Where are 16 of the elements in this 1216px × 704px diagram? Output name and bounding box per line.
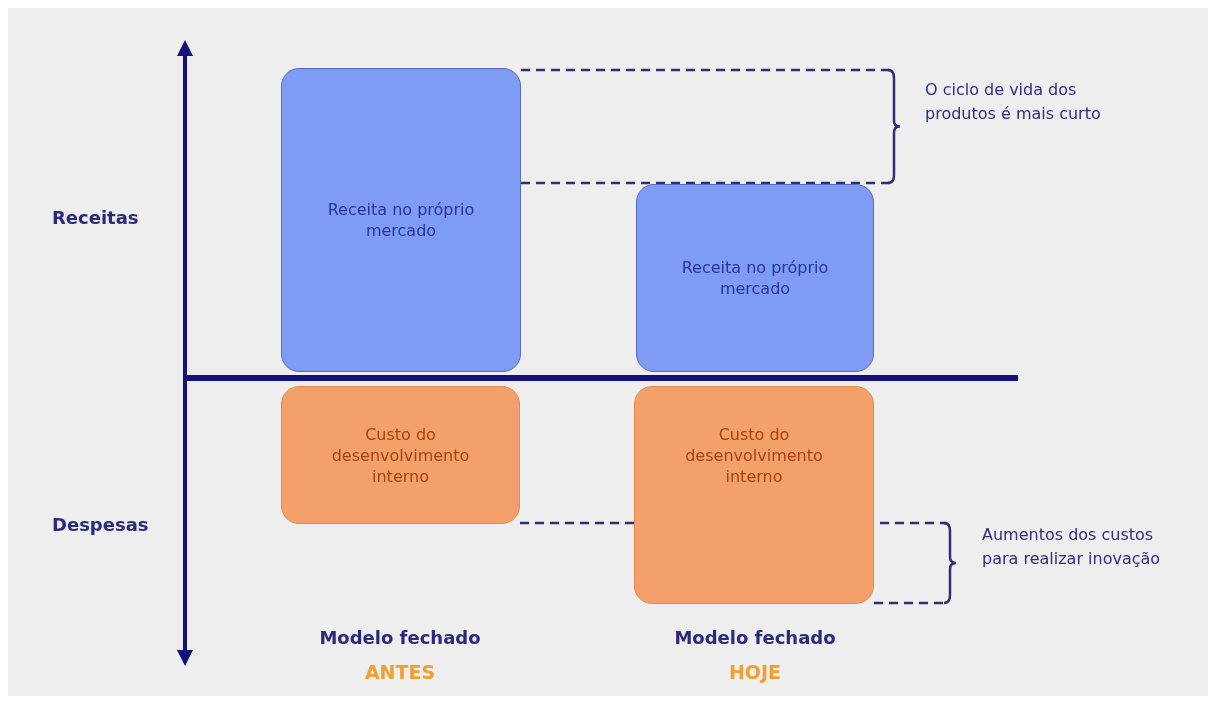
annotation-text: O ciclo de vida dos produtos é mais curto: [925, 79, 1102, 125]
column-label: ANTES: [363, 660, 437, 684]
axis-label: Despesas: [52, 513, 150, 537]
box-text: Receita no próprio mercado: [326, 199, 476, 241]
annotation-text: Aumentos dos custos para realizar inovação: [982, 524, 1162, 570]
column-label: Modelo fechado: [673, 626, 837, 650]
axis-label: Receitas: [52, 206, 140, 230]
revenue-box: [281, 68, 521, 372]
column-label: HOJE: [727, 660, 783, 684]
cost-box: [281, 386, 520, 524]
revenue-box: [636, 184, 874, 372]
column-label: Modelo fechado: [318, 626, 482, 650]
box-text: Custo do desenvolvimento interno: [330, 423, 471, 487]
box-text: Custo do desenvolvimento interno: [684, 423, 824, 487]
box-text: Receita no próprio mercado: [680, 257, 830, 299]
cost-box: [634, 386, 874, 604]
